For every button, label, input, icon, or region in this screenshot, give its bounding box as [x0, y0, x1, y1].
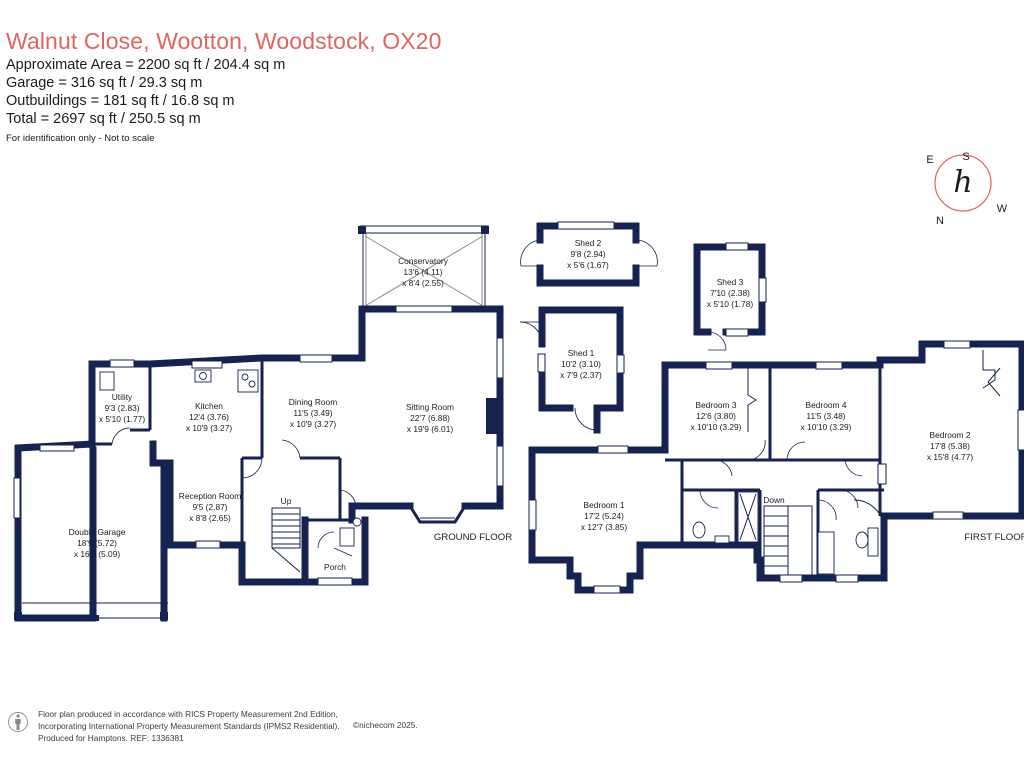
- utility-dim-1: 9'3 (2.83): [104, 403, 139, 413]
- outbuildings-plan: [519, 221, 767, 434]
- bedroom-2-name: Bedroom 2: [930, 430, 971, 440]
- dining-room-name: Dining Room: [289, 397, 337, 407]
- ground-floor-label: GROUND FLOOR: [434, 532, 512, 543]
- porch-name: Porch: [324, 562, 346, 572]
- bedroom-4-dim-2: x 10'10 (3.29): [801, 422, 852, 432]
- shed-1-name: Shed 1: [568, 348, 595, 358]
- bedroom-4-name: Bedroom 4: [806, 400, 847, 410]
- first-floor-labels: Bedroom 1 17'2 (5.24) x 12'7 (3.85) Bedr…: [581, 400, 1024, 543]
- shed-1-dim-2: x 7'9 (2.37): [560, 370, 602, 380]
- shed-3-dim-1: 7'10 (2.38): [710, 288, 750, 298]
- outbuilding-labels: Shed 2 9'8 (2.94) x 5'6 (1.67) Shed 1 10…: [560, 238, 753, 380]
- footer-line-2: Incorporating International Property Mea…: [38, 721, 340, 731]
- page-title: Walnut Close, Wootton, Woodstock, OX20: [6, 28, 442, 54]
- person-icon: [8, 712, 28, 732]
- shed-3-dim-2: x 5'10 (1.78): [707, 299, 754, 309]
- logo-letter-w: W: [997, 203, 1008, 215]
- footer-line-1: Floor plan produced in accordance with R…: [38, 709, 338, 719]
- first-floor-label: FIRST FLOOR: [964, 532, 1024, 543]
- bedroom-2-dim-1: 17'8 (5.38): [930, 441, 970, 451]
- total-area: Total = 2697 sq ft / 250.5 sq m: [6, 111, 201, 127]
- footer-line-3: Produced for Hamptons. REF: 1336381: [38, 733, 184, 743]
- bedroom-3-name: Bedroom 3: [696, 400, 737, 410]
- ground-floor-plan: [13, 225, 504, 622]
- shed-2-dim-1: 9'8 (2.94): [570, 249, 605, 259]
- double-garage-dim-1: 18'9 (5.72): [77, 538, 117, 548]
- logo-monogram: h: [953, 165, 972, 200]
- logo-letter-s: S: [962, 151, 969, 163]
- bedroom-1-dim-1: 17'2 (5.24): [584, 511, 624, 521]
- double-garage-name: Double Garage: [69, 527, 126, 537]
- dining-room-dim-1: 11'5 (3.49): [293, 408, 332, 418]
- sitting-room-dim-1: 22'7 (6.88): [410, 413, 450, 423]
- shed-3-name: Shed 3: [717, 277, 744, 287]
- conservatory-dim-2: x 8'4 (2.55): [402, 278, 444, 288]
- double-garage-dim-2: x 16'8 (5.09): [74, 549, 121, 559]
- garage-area: Garage = 316 sq ft / 29.3 sq m: [6, 75, 203, 91]
- conservatory-name: Conservatory: [398, 256, 449, 266]
- bedroom-3-dim-2: x 10'10 (3.29): [691, 422, 742, 432]
- reception-room-name: Reception Room: [179, 491, 241, 501]
- header: Walnut Close, Wootton, Woodstock, OX20 A…: [6, 28, 566, 144]
- bedroom-2-dim-2: x 15'8 (4.77): [927, 452, 974, 462]
- footer: Floor plan produced in accordance with R…: [38, 708, 558, 744]
- conservatory: [358, 225, 490, 358]
- ground-floor-labels: Conservatory 13'6 (4.11) x 8'4 (2.55) Ut…: [69, 256, 513, 572]
- conservatory-dim-1: 13'6 (4.11): [403, 267, 442, 277]
- utility-dim-2: x 5'10 (1.77): [99, 414, 146, 424]
- stairs-up-label: Up: [281, 496, 292, 506]
- first-floor-plan: [528, 340, 1024, 594]
- bedroom-1-name: Bedroom 1: [584, 500, 625, 510]
- kitchen-dim-2: x 10'9 (3.27): [186, 423, 233, 433]
- bedroom-3-dim-1: 12'6 (3.80): [696, 411, 736, 421]
- logo-letter-e: E: [926, 154, 933, 166]
- kitchen-dim-1: 12'4 (3.76): [189, 412, 229, 422]
- dining-room-dim-2: x 10'9 (3.27): [290, 419, 337, 429]
- compass-logo: h S W E N: [926, 151, 1007, 227]
- stairs-down-label: Down: [763, 495, 785, 505]
- logo-letter-n: N: [936, 215, 944, 227]
- logo-ring: [934, 154, 992, 212]
- bedroom-4-dim-1: 11'5 (3.48): [806, 411, 845, 421]
- outbuildings-area: Outbuildings = 181 sq ft / 16.8 sq m: [6, 93, 235, 109]
- footer-brand: ©nichecom 2025.: [353, 720, 418, 730]
- shed-2-dim-2: x 5'6 (1.67): [567, 260, 609, 270]
- shed-1-dim-1: 10'2 (3.10): [561, 359, 601, 369]
- approximate-area: Approximate Area = 2200 sq ft / 204.4 sq…: [6, 57, 286, 73]
- reception-room-dim-2: x 8'8 (2.65): [189, 513, 231, 523]
- sitting-room-name: Sitting Room: [406, 402, 454, 412]
- reception-room-dim-1: 9'5 (2.87): [192, 502, 227, 512]
- utility-name: Utility: [112, 392, 133, 402]
- bedroom-1-dim-2: x 12'7 (3.85): [581, 522, 628, 532]
- kitchen-name: Kitchen: [195, 401, 223, 411]
- sitting-room-dim-2: x 19'9 (6.01): [407, 424, 454, 434]
- disclaimer: For identification only - Not to scale: [6, 133, 155, 144]
- shed-2-name: Shed 2: [575, 238, 602, 248]
